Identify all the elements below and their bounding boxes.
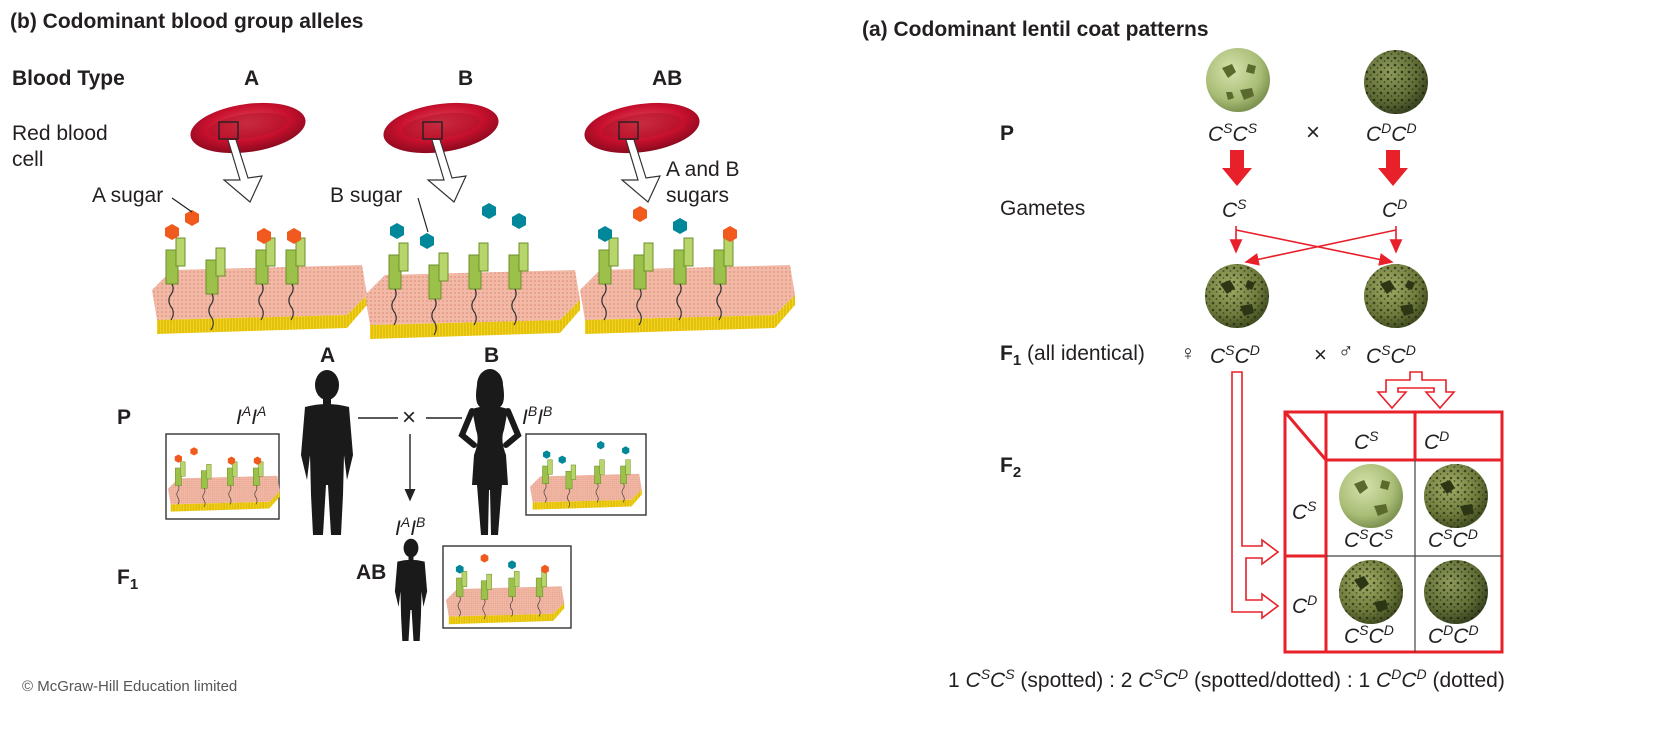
f2-label-a: F2 — [1000, 454, 1022, 482]
membrane-ab — [580, 206, 795, 334]
cross-symbol-b: × — [402, 404, 417, 431]
cross-symbol-f1: × — [1314, 342, 1327, 367]
punnett-col-cs: CS — [1354, 428, 1379, 454]
parent-a-label: A — [320, 344, 336, 367]
panel-b-title: (b) Codominant blood group alleles — [10, 10, 364, 33]
punnett-row-cs: CS — [1292, 498, 1317, 524]
seed-f2-ss — [1339, 464, 1403, 528]
rbc-ab — [584, 102, 700, 203]
child-ab-label: AB — [356, 561, 387, 584]
cross-symbol-p: × — [1306, 119, 1321, 146]
f1-box-ab — [442, 545, 572, 629]
seed-p-dotted — [1364, 50, 1428, 114]
punnett-row-cd: CD — [1292, 592, 1318, 618]
rbc-b — [383, 102, 499, 203]
type-a-label: A — [244, 67, 260, 90]
f1-generation-label-b: F1 — [117, 566, 139, 594]
cell-cdcd: CDCD — [1428, 622, 1479, 648]
p-to-gamete-arrow-right — [1378, 150, 1408, 186]
f1-to-f2-arrows — [1231, 371, 1456, 620]
punnett-col-cd: CD — [1424, 428, 1450, 454]
rbc-label-line2: cell — [12, 148, 44, 171]
copyright: © McGraw-Hill Education limited — [22, 678, 238, 695]
seed-f2-sd-top — [1424, 464, 1488, 528]
a-sugar-pointer — [171, 197, 193, 213]
parent-b-figure — [462, 369, 518, 535]
genotype-f1-female: CSCD — [1210, 342, 1260, 368]
type-ab-label: AB — [652, 67, 683, 90]
gamete-cs: CS — [1222, 196, 1247, 222]
p-label-a: P — [1000, 122, 1015, 145]
genotype-parent-a: IAIA — [236, 403, 267, 429]
parent-a-figure — [301, 370, 353, 535]
p-generation-label: P — [117, 406, 132, 429]
membrane-b — [365, 203, 580, 339]
cell-cscd-bottom: CSCD — [1344, 622, 1394, 648]
male-symbol: ♂ — [1338, 340, 1354, 363]
b-sugar-label: B sugar — [330, 184, 403, 207]
a-sugar-label: A sugar — [92, 184, 164, 207]
ab-sugar-label-line2: sugars — [666, 184, 730, 207]
seed-f1-right — [1364, 264, 1428, 328]
genotype-f1-male: CSCD — [1366, 342, 1416, 368]
seed-f1-left — [1205, 264, 1269, 328]
seed-p-spotted — [1206, 48, 1270, 112]
child-ab-figure — [394, 538, 428, 641]
seed-f2-sd-bottom — [1339, 560, 1403, 624]
cell-cscs: CSCS — [1344, 526, 1394, 552]
b-sugar-pointer — [417, 197, 429, 233]
type-b-label: B — [458, 67, 474, 90]
parent-b-label: B — [484, 344, 500, 367]
panel-a-title: (a) Codominant lentil coat patterns — [862, 18, 1209, 41]
seed-f2-dd — [1424, 560, 1488, 624]
f2-ratio: 1 CSCS (spotted) : 2 CSCD (spotted/dotte… — [948, 666, 1505, 692]
rbc-label-line1: Red blood — [12, 122, 108, 145]
gametes-label: Gametes — [1000, 197, 1086, 220]
genotype-p-cscs: CSCS — [1208, 120, 1258, 146]
p-box-b — [525, 433, 647, 516]
membrane-a — [152, 210, 367, 334]
blood-type-label: Blood Type — [12, 67, 125, 90]
f1-label-a: F1 (all identical) — [1000, 342, 1145, 370]
cell-cscd-top: CSCD — [1428, 526, 1478, 552]
female-symbol: ♀ — [1180, 342, 1196, 365]
p-to-gamete-arrow-left — [1222, 150, 1252, 186]
p-box-a — [165, 433, 280, 520]
genotype-child-ab: IAIB — [395, 514, 426, 540]
rbc-a — [190, 102, 306, 203]
gamete-fusion-arrows — [1229, 226, 1403, 266]
ab-sugar-label-line1: A and B — [666, 158, 740, 181]
gamete-cd: CD — [1382, 196, 1408, 222]
genotype-p-cdcd: CDCD — [1366, 120, 1417, 146]
genotype-parent-b: IBIB — [522, 403, 553, 429]
